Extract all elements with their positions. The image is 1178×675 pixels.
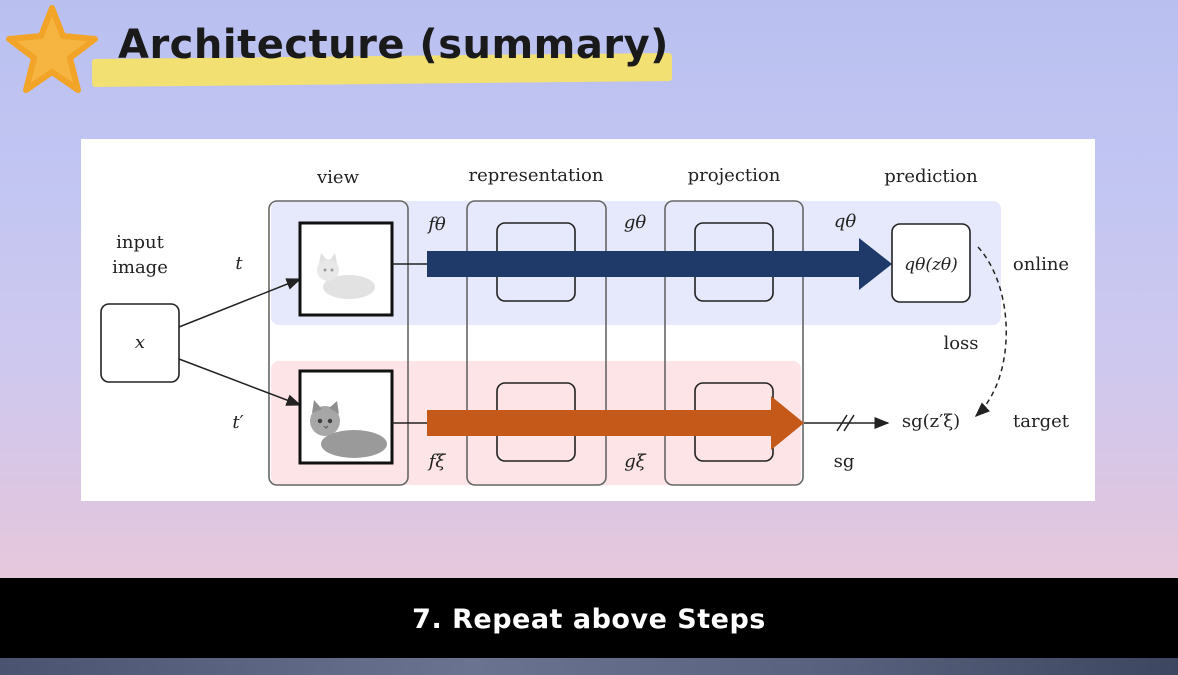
prediction-box (891, 223, 971, 303)
representation-column (466, 200, 607, 486)
header-projection: projection (688, 165, 781, 186)
encoder-online-label: fθ (426, 214, 446, 235)
caption-bar: 7. Repeat above Steps (0, 578, 1178, 658)
slide-header: Architecture (summary) (0, 0, 700, 110)
star-icon (6, 5, 98, 93)
input-var: x (135, 332, 145, 353)
input-label-line1: input (116, 232, 164, 253)
aug-target-label: t′ (232, 412, 243, 433)
stop-grad-label: sg (834, 451, 855, 472)
header-representation: representation (469, 165, 604, 186)
prediction-output-label: qθ(zθ) (904, 255, 958, 275)
aug-online-arrow (178, 278, 302, 328)
aug-target-arrow (178, 358, 302, 406)
cat-image-online (298, 221, 394, 317)
projection-column (664, 200, 804, 486)
projector-online-label: gθ (624, 212, 647, 233)
target-output-label: sg(z′ξ) (902, 411, 960, 432)
online-flow-arrow (427, 238, 892, 290)
header-view: view (316, 167, 360, 188)
projector-target-label: gξ (624, 451, 647, 472)
stop-grad-slash-2 (843, 414, 855, 432)
target-flow-arrow (427, 396, 804, 450)
stop-grad-slash-1 (836, 414, 848, 432)
slide-title: Architecture (summary) (118, 22, 669, 68)
view-column (268, 200, 409, 486)
input-label-line2: image (112, 257, 168, 278)
loss-dashed-arc (974, 246, 1007, 418)
input-box (100, 303, 180, 383)
predictor-online-label: qθ (834, 211, 857, 232)
aug-online-label: t (235, 253, 243, 274)
cat-image-target (298, 369, 394, 465)
encoder-target-label: fξ (427, 451, 447, 472)
video-bottom-strip (0, 658, 1178, 675)
target-branch-label: target (1013, 411, 1070, 432)
architecture-diagram: view representation projection predictio… (81, 139, 1095, 501)
caption-text: 7. Repeat above Steps (412, 604, 766, 635)
header-prediction: prediction (884, 166, 978, 187)
diagram-canvas: view representation projection predictio… (100, 165, 1070, 486)
online-branch-label: online (1013, 254, 1069, 275)
loss-label: loss (943, 333, 978, 354)
